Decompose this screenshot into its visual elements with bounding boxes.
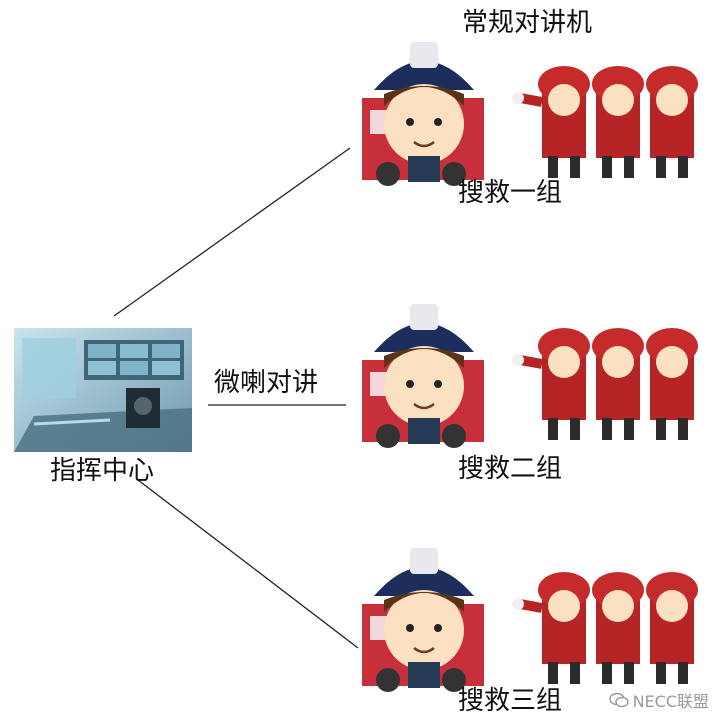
rescue-group-illustration xyxy=(362,42,698,186)
rescue-group-illustration xyxy=(362,304,698,448)
rescue-group-illustration xyxy=(362,548,698,692)
rescue-group-1-label: 搜救一组 xyxy=(458,178,563,208)
rescue-group-3-label: 搜救三组 xyxy=(458,686,563,716)
link-label: 微喇对讲 xyxy=(214,368,319,398)
link-line-group-1 xyxy=(113,147,351,317)
command-center-image xyxy=(14,328,192,452)
diagram-title: 常规对讲机 xyxy=(462,8,593,38)
wechat-icon xyxy=(608,692,629,708)
rescue-group-1 xyxy=(360,38,720,188)
link-line-group-3 xyxy=(137,479,359,649)
rescue-group-3 xyxy=(360,544,720,694)
rescue-group-2 xyxy=(360,300,720,450)
watermark-text: NECC联盟 xyxy=(632,692,709,711)
watermark: NECC联盟 xyxy=(608,688,709,712)
rescue-group-2-label: 搜救二组 xyxy=(458,454,563,484)
command-center-label: 指挥中心 xyxy=(50,456,155,486)
